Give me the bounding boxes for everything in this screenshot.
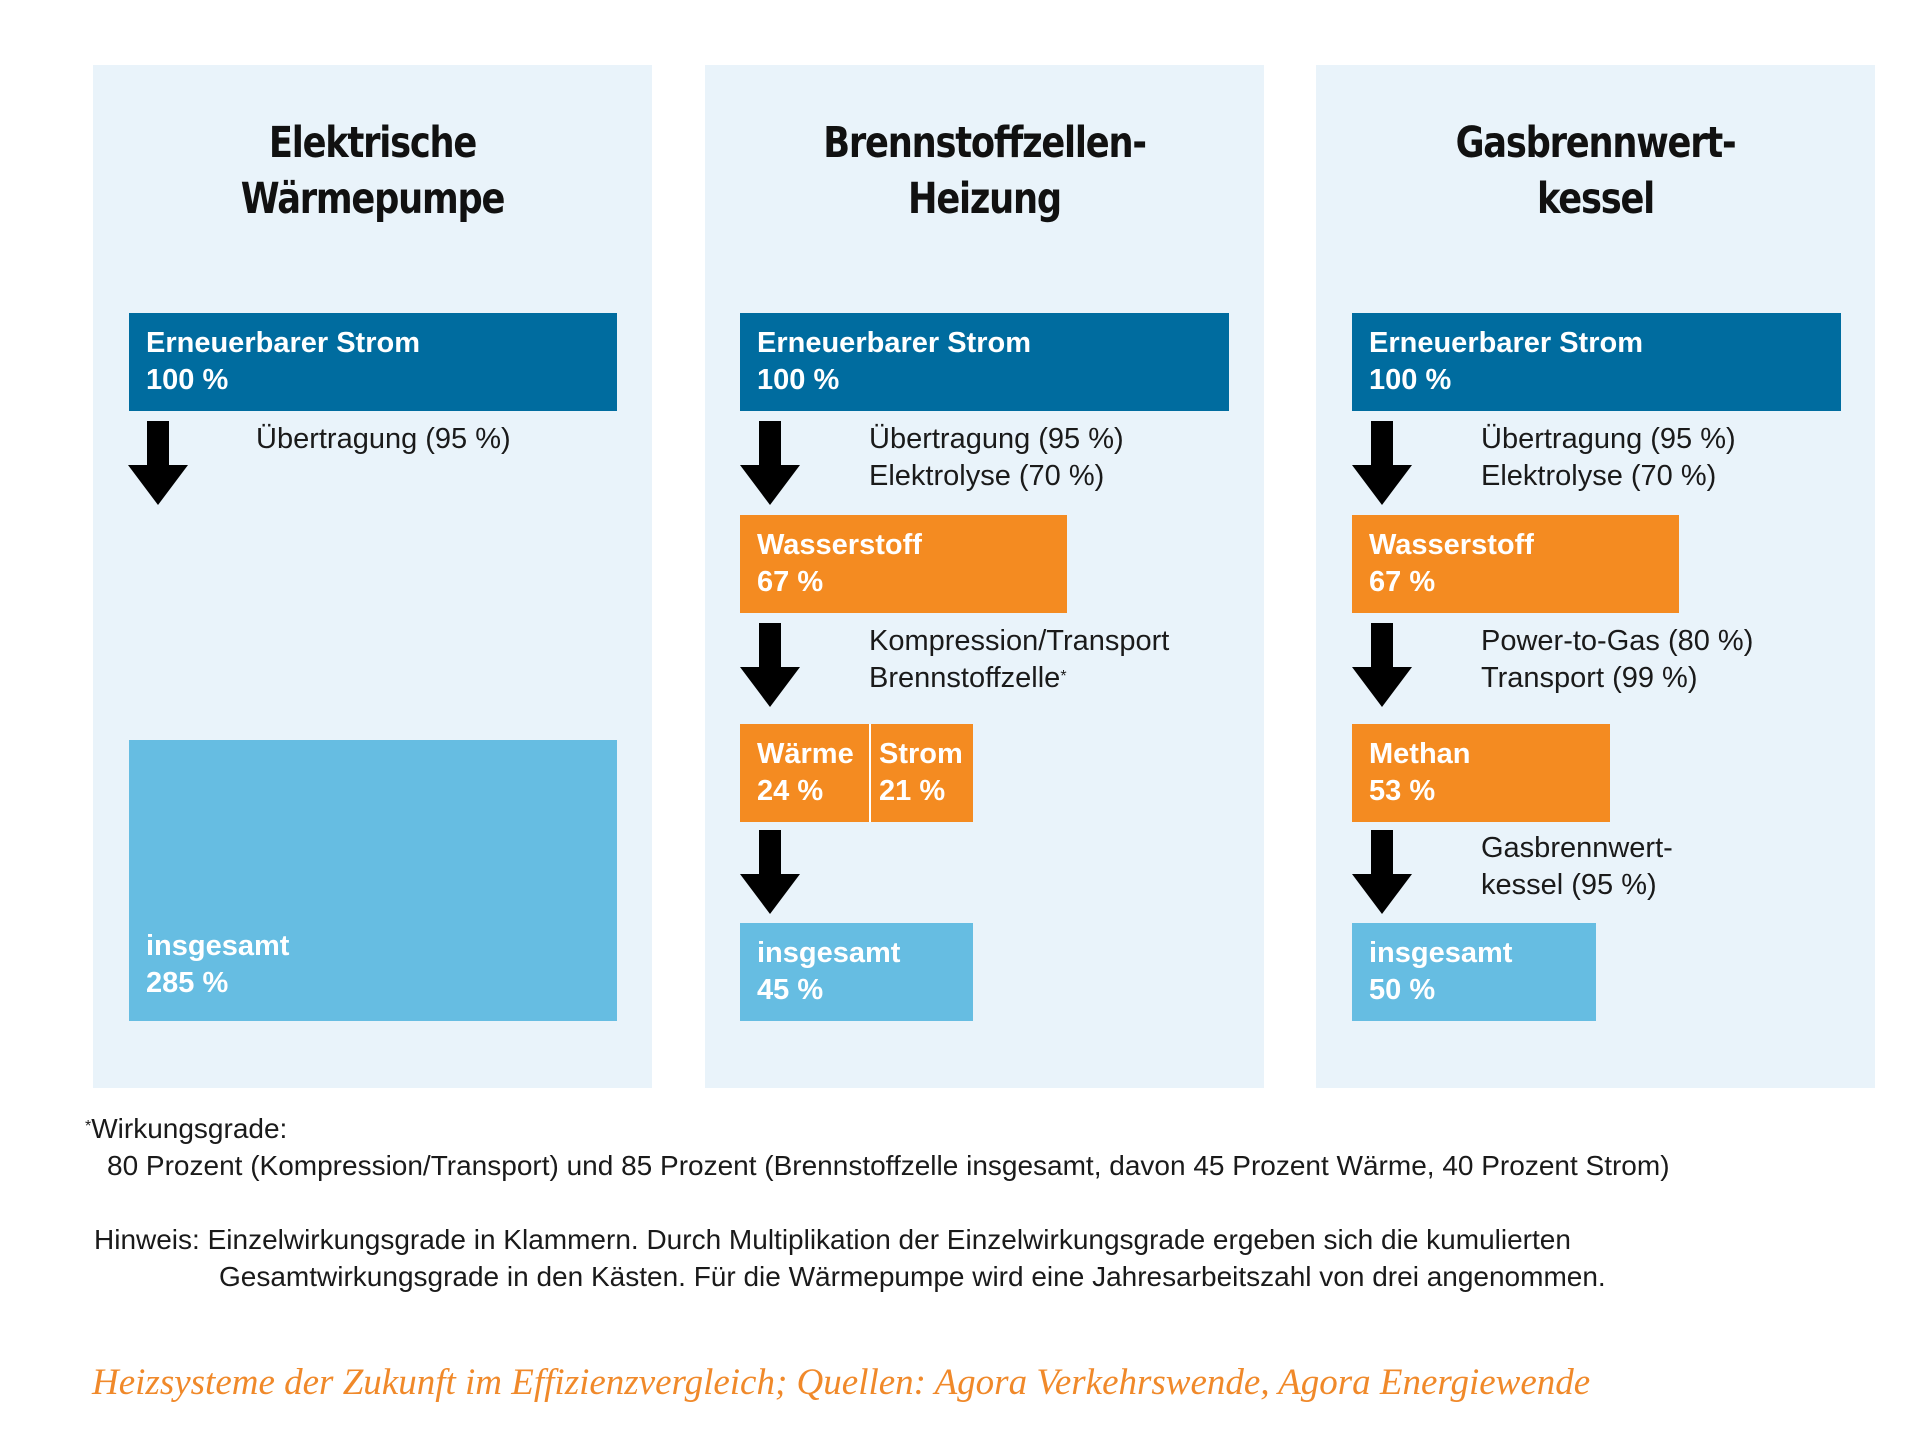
total-label: insgesamt bbox=[146, 930, 290, 962]
hint-line2: Gesamtwirkungsgrade in den Kästen. Für d… bbox=[219, 1261, 1606, 1292]
source-label: Erneuerbarer Strom bbox=[1369, 327, 1643, 359]
hydrogen-value: 67 % bbox=[1369, 566, 1436, 598]
heat-box: Wärme 24 % bbox=[740, 724, 870, 822]
panel-fuel-cell: Brennstoffzellen- Heizung Erneuerbarer S… bbox=[705, 65, 1264, 1088]
hydrogen-label: Wasserstoff bbox=[757, 529, 922, 561]
down-arrow-icon bbox=[740, 623, 800, 707]
panel-title: Elektrische Wärmepumpe bbox=[240, 118, 506, 224]
hint-line1: Einzelwirkungsgrade in Klammern. Durch M… bbox=[207, 1224, 1571, 1255]
footnote: *Wirkungsgrade: 80 Prozent (Kompression/… bbox=[85, 1110, 1670, 1184]
total-label: insgesamt bbox=[757, 937, 901, 969]
methane-label: Methan bbox=[1369, 738, 1471, 770]
source-value: 100 % bbox=[146, 364, 229, 396]
power-label: Strom bbox=[879, 738, 963, 770]
step-label: Übertragung (95 %) bbox=[256, 423, 511, 455]
source-value: 100 % bbox=[757, 364, 840, 396]
panel-title: Gasbrennwert- kessel bbox=[1455, 118, 1737, 224]
figure-caption: Heizsysteme der Zukunft im Effizienzverg… bbox=[92, 1362, 1591, 1403]
panel-heat-pump: Elektrische Wärmepumpe Erneuerbarer Stro… bbox=[93, 65, 652, 1088]
total-value: 50 % bbox=[1369, 974, 1436, 1006]
step-label: Gasbrennwert- kessel (95 %) bbox=[1481, 832, 1673, 901]
source-box: Erneuerbarer Strom 100 % bbox=[740, 313, 1229, 411]
down-arrow-icon bbox=[1352, 421, 1412, 505]
footnote-mark: * bbox=[85, 1118, 92, 1135]
power-value: 21 % bbox=[879, 775, 946, 807]
source-value: 100 % bbox=[1369, 364, 1452, 396]
source-label: Erneuerbarer Strom bbox=[146, 327, 420, 359]
down-arrow-icon bbox=[1352, 623, 1412, 707]
hydrogen-box: Wasserstoff 67 % bbox=[1352, 515, 1679, 613]
footnote-mark: * bbox=[1060, 668, 1067, 685]
methane-value: 53 % bbox=[1369, 775, 1436, 807]
panel-title: Brennstoffzellen- Heizung bbox=[823, 118, 1147, 224]
total-box: insgesamt 50 % bbox=[1352, 923, 1596, 1021]
box-divider bbox=[869, 724, 871, 822]
hydrogen-value: 67 % bbox=[757, 566, 824, 598]
panel-gas-boiler: Gasbrennwert- kessel Erneuerbarer Strom … bbox=[1316, 65, 1875, 1088]
heat-value: 24 % bbox=[757, 775, 824, 807]
power-box: Strom 21 % bbox=[871, 724, 973, 822]
source-box: Erneuerbarer Strom 100 % bbox=[129, 313, 617, 411]
down-arrow-icon bbox=[740, 421, 800, 505]
methane-box: Methan 53 % bbox=[1352, 724, 1610, 822]
hydrogen-label: Wasserstoff bbox=[1369, 529, 1534, 561]
source-box: Erneuerbarer Strom 100 % bbox=[1352, 313, 1841, 411]
step-label: Übertragung (95 %) Elektrolyse (70 %) bbox=[869, 423, 1124, 492]
total-box: insgesamt 285 % bbox=[129, 740, 617, 1021]
hint-note: Hinweis: Einzelwirkungsgrade in Klammern… bbox=[94, 1221, 1606, 1295]
step-label: Übertragung (95 %) Elektrolyse (70 %) bbox=[1481, 423, 1736, 492]
down-arrow-icon bbox=[128, 421, 188, 505]
total-value: 45 % bbox=[757, 974, 824, 1006]
down-arrow-icon bbox=[740, 830, 800, 914]
step-label: Kompression/Transport Brennstoffzelle* bbox=[869, 625, 1170, 694]
footnote-text: 80 Prozent (Kompression/Transport) und 8… bbox=[107, 1150, 1670, 1181]
total-value: 285 % bbox=[146, 967, 229, 999]
total-label: insgesamt bbox=[1369, 937, 1513, 969]
source-label: Erneuerbarer Strom bbox=[757, 327, 1031, 359]
hint-label: Hinweis: bbox=[94, 1224, 200, 1255]
heat-label: Wärme bbox=[757, 738, 854, 770]
total-box: insgesamt 45 % bbox=[740, 923, 973, 1021]
footnote-heading: Wirkungsgrade: bbox=[91, 1113, 288, 1144]
step-label: Power-to-Gas (80 %) Transport (99 %) bbox=[1481, 625, 1754, 694]
hydrogen-box: Wasserstoff 67 % bbox=[740, 515, 1067, 613]
down-arrow-icon bbox=[1352, 830, 1412, 914]
